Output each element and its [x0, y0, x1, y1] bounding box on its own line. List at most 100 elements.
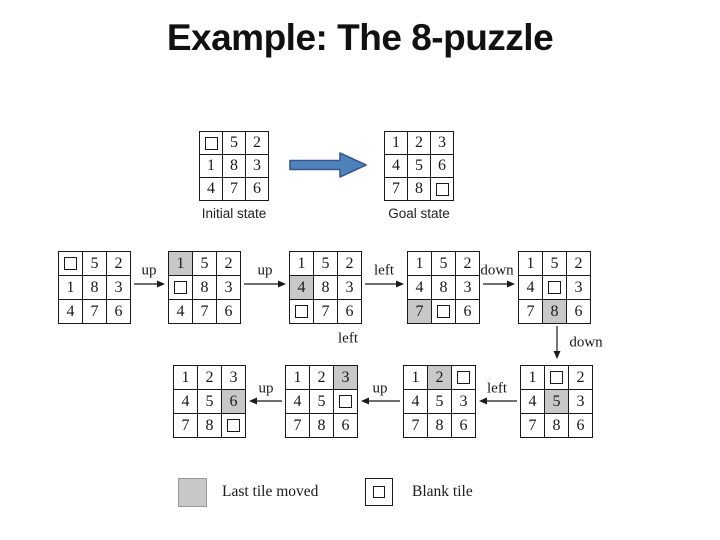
puzzle-cell: 6	[217, 300, 240, 323]
puzzle-cell: 4	[174, 390, 197, 413]
puzzle-cell: 4	[59, 300, 82, 323]
puzzle-cell: 2	[217, 252, 240, 275]
puzzle-cell-blank	[200, 132, 222, 154]
move-arrowhead-icon	[249, 397, 257, 405]
puzzle-cell: 3	[107, 276, 130, 299]
blank-tile-inner-icon	[373, 486, 385, 498]
blank-tile-icon	[435, 182, 449, 196]
puzzle-cell-blank	[290, 300, 313, 323]
puzzle-cell: 2	[198, 366, 221, 389]
move-label-up-1: up	[141, 262, 157, 279]
puzzle-cell: 5	[193, 252, 216, 275]
puzzle-cell: 5	[408, 155, 430, 177]
move-arrowhead-icon	[507, 280, 515, 288]
puzzle-cell: 4	[521, 390, 544, 413]
puzzle-cell: 7	[385, 178, 407, 200]
move-label-down-4: down	[480, 262, 514, 279]
puzzle-cell: 7	[193, 300, 216, 323]
puzzle-cell: 3	[222, 366, 245, 389]
legend-last-tile-moved-label: Last tile moved	[222, 483, 319, 500]
blank-tile-icon	[64, 257, 77, 270]
puzzle-cell: 5	[428, 390, 451, 413]
puzzle-cell: 1	[200, 155, 222, 177]
puzzle-cell: 6	[567, 300, 590, 323]
puzzle-cell: 7	[223, 178, 245, 200]
puzzle-cell: 1	[519, 252, 542, 275]
puzzle-cell: 3	[431, 132, 453, 154]
legend-blank-tile-label: Blank tile	[412, 483, 473, 500]
blank-tile-icon	[457, 371, 470, 384]
puzzle-cell: 7	[404, 414, 427, 437]
puzzle-cell: 1	[290, 252, 313, 275]
puzzle-cell: 2	[567, 252, 590, 275]
move-label-left-6: left	[487, 380, 507, 397]
puzzle-cell: 5	[310, 390, 333, 413]
puzzle-cell: 2	[107, 252, 130, 275]
puzzle-cell: 8	[83, 276, 106, 299]
puzzle-cell: 4	[519, 276, 542, 299]
puzzle-cell-last-moved: 4	[290, 276, 313, 299]
puzzle-cell: 6	[338, 300, 361, 323]
puzzle-cell: 6	[456, 300, 479, 323]
puzzle-cell: 2	[246, 132, 268, 154]
puzzle-cell: 3	[452, 390, 475, 413]
move-label-up-7: up	[372, 380, 388, 397]
puzzle-cell: 6	[569, 414, 592, 437]
puzzle-cell: 8	[428, 414, 451, 437]
move-arrowhead-icon	[396, 280, 404, 288]
puzzle-cell-last-moved: 8	[543, 300, 566, 323]
blue-right-arrow-icon	[289, 152, 367, 178]
puzzle-cell-last-moved: 3	[334, 366, 357, 389]
puzzle-cell: 4	[286, 390, 309, 413]
puzzle-cell: 8	[198, 414, 221, 437]
puzzle-cell: 5	[543, 252, 566, 275]
puzzle-cell: 6	[431, 155, 453, 177]
puzzle-cell: 3	[569, 390, 592, 413]
puzzle-cell: 3	[217, 276, 240, 299]
puzzle-cell: 3	[456, 276, 479, 299]
puzzle-cell-blank	[432, 300, 455, 323]
puzzle-cell: 1	[408, 252, 431, 275]
puzzle-cell-last-moved: 2	[428, 366, 451, 389]
puzzle-cell: 1	[404, 366, 427, 389]
blank-tile-icon	[227, 419, 240, 432]
puzzle-cell: 7	[521, 414, 544, 437]
goal-state-caption: Goal state	[388, 206, 450, 221]
puzzle-cell: 6	[334, 414, 357, 437]
puzzle-cell: 7	[83, 300, 106, 323]
puzzle-cell: 4	[169, 300, 192, 323]
puzzle-cell: 3	[567, 276, 590, 299]
puzzle-cell: 6	[107, 300, 130, 323]
last-tile-moved-swatch	[178, 478, 207, 507]
puzzle-cell-last-moved: 7	[408, 300, 431, 323]
puzzle-cell-blank	[59, 252, 82, 275]
puzzle-cell: 2	[408, 132, 430, 154]
puzzle-cell: 5	[83, 252, 106, 275]
puzzle-cell: 8	[408, 178, 430, 200]
blank-tile-symbol	[365, 478, 393, 506]
puzzle-cell: 7	[174, 414, 197, 437]
move-arrowhead-icon	[278, 280, 286, 288]
puzzle-cell: 5	[198, 390, 221, 413]
puzzle-cell-blank	[222, 414, 245, 437]
puzzle-cell-blank	[545, 366, 568, 389]
puzzle-cell: 6	[246, 178, 268, 200]
slide-title: Example: The 8-puzzle	[166, 17, 554, 58]
puzzle-cell: 7	[519, 300, 542, 323]
blank-tile-icon	[174, 281, 187, 294]
move-label-left-3: left	[374, 262, 394, 279]
puzzle-cell: 5	[432, 252, 455, 275]
puzzle-cell: 1	[385, 132, 407, 154]
move-arrowhead-icon	[157, 280, 165, 288]
move-arrowhead-icon	[479, 397, 487, 405]
puzzle-cell: 1	[286, 366, 309, 389]
